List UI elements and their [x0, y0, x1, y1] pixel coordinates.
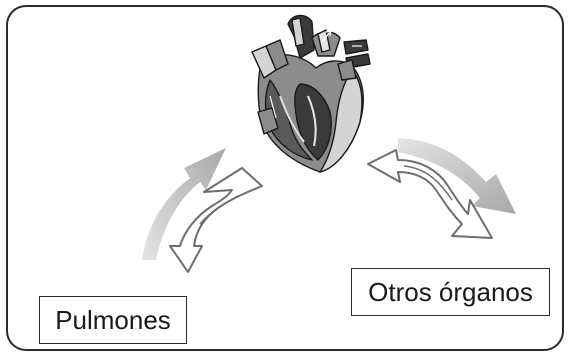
other-organs-label: Otros órganos: [351, 268, 550, 316]
blood-flow-arrow-icon: [368, 150, 492, 238]
lungs-label: Pulmones: [39, 296, 187, 344]
heart-icon: [252, 15, 370, 172]
